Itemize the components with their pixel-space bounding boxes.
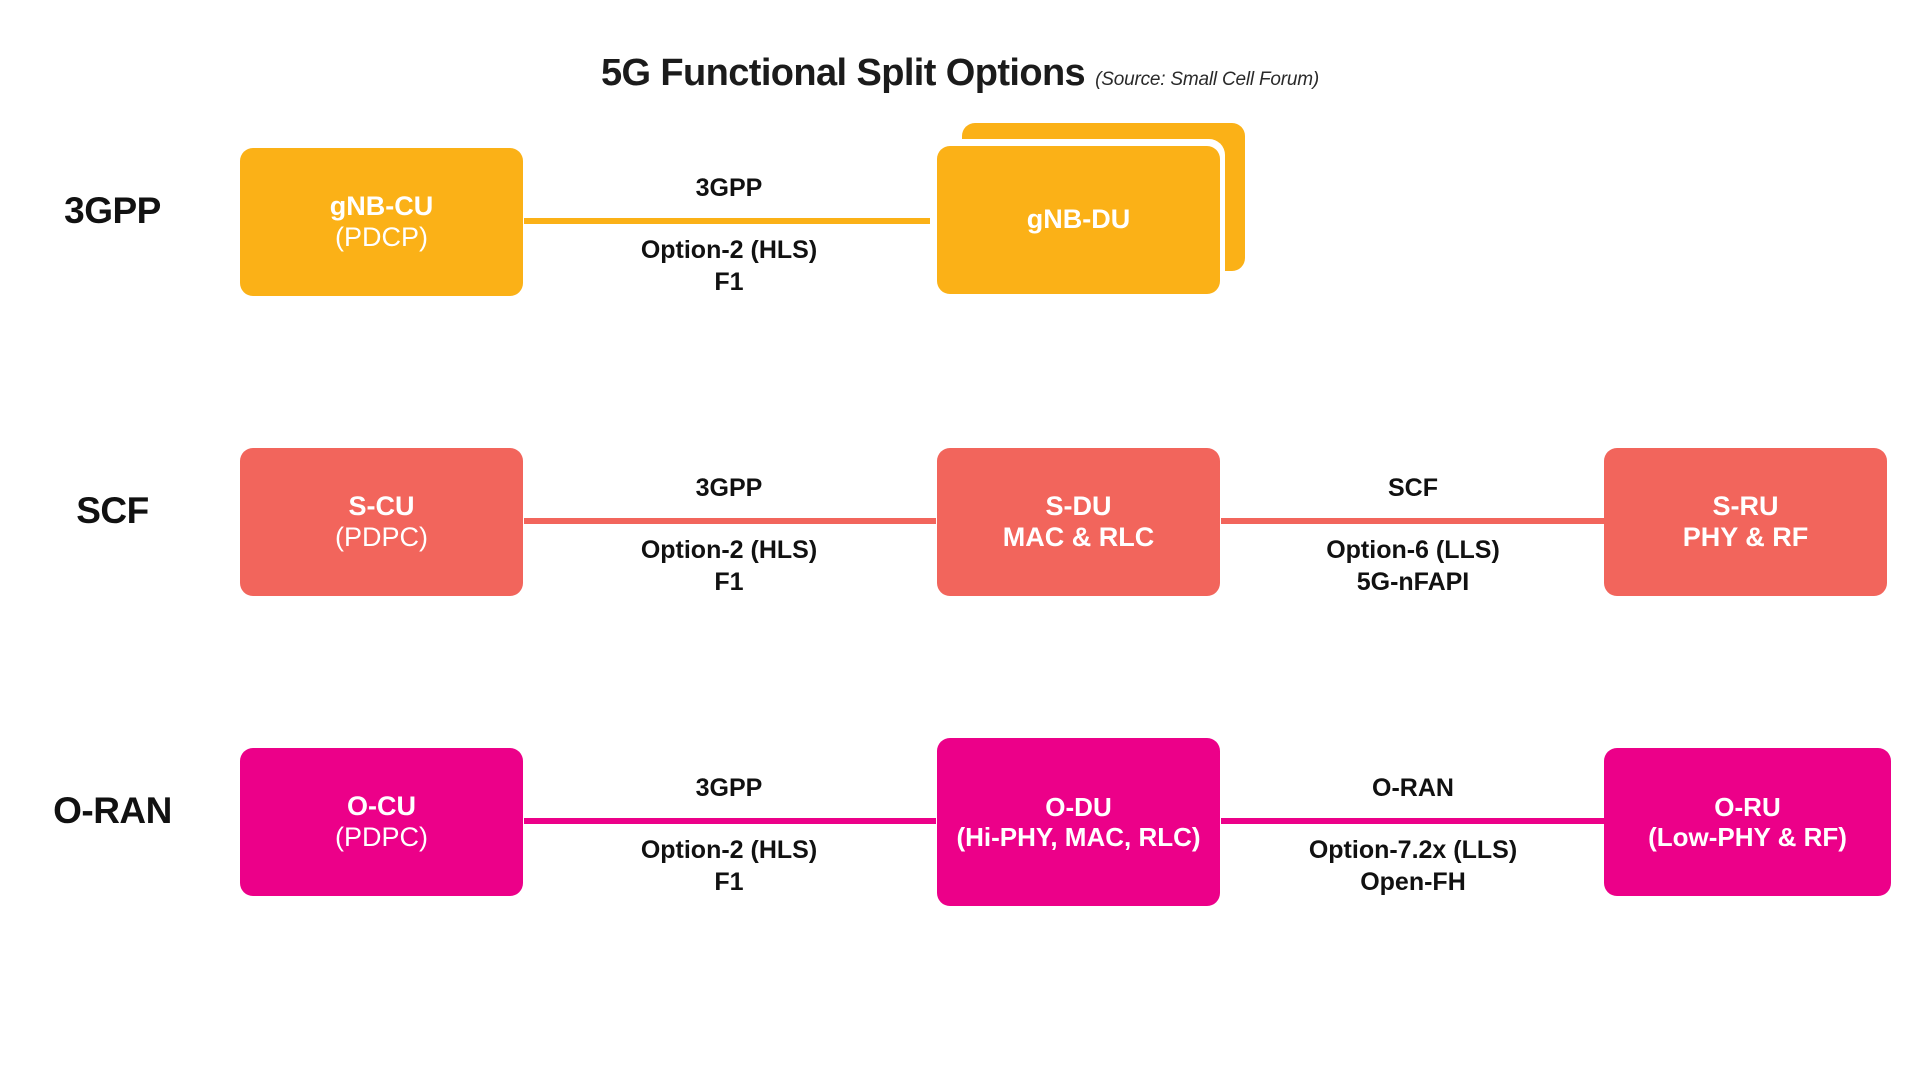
node-s-du-line2: MAC & RLC [1002,522,1155,552]
connector-bottom-line1: Option-2 (HLS) [640,836,818,864]
node-s-du[interactable]: S-DU MAC & RLC [937,448,1220,596]
row-label-scf: SCF [76,490,149,531]
node-s-ru-line2: PHY & RF [1682,522,1809,552]
node-s-cu-line1: S-CU [348,490,415,521]
node-s-cu[interactable]: S-CU (PDPC) [240,448,523,596]
node-gnb-cu[interactable]: gNB-CU (PDCP) [240,148,523,296]
connector-bottom-line2: 5G-nFAPI [1356,568,1470,596]
connector-label-top-scf: SCF [1388,474,1438,502]
node-o-ru[interactable]: O-RU (Low-PHY & RF) [1604,748,1891,896]
connector-label-bottom-3gpp-row3gpp: Option-2 (HLS) F1 [594,234,864,298]
connector-bottom-line1: Option-2 (HLS) [640,236,818,264]
node-gnb-cu-line1: gNB-CU [329,190,434,221]
functional-split-diagram: 3GPP gNB-CU (PDCP) 3GPP Option-2 (HLS) F… [0,123,1920,1030]
node-s-du-line1: S-DU [1045,490,1112,521]
connector-label-bottom-3gpp-rowscf: Option-2 (HLS) F1 [594,534,864,598]
connector-bottom-line1: Option-7.2x (LLS) [1308,836,1518,864]
connector-label-top-3gpp-rowscf: 3GPP [695,474,763,502]
row-label-3gpp: 3GPP [64,190,161,231]
connector-bottom-line2: F1 [714,268,744,296]
connector-label-bottom-oran: Option-7.2x (LLS) Open-FH [1278,834,1548,898]
connector-label-top-oran: O-RAN [1372,774,1454,802]
connector-label-top-3gpp-row3gpp: 3GPP [695,174,763,202]
connector-label-bottom-3gpp-roworan: Option-2 (HLS) F1 [594,834,864,898]
node-o-du-line1: O-DU [1045,791,1112,822]
connector-bottom-line1: Option-2 (HLS) [640,536,818,564]
connector-line-scf-nfapi [1221,518,1604,524]
node-gnb-cu-line2: (PDCP) [335,222,428,252]
diagram-row-3gpp: 3GPP gNB-CU (PDCP) 3GPP Option-2 (HLS) F… [0,123,1920,430]
node-o-ru-line1: O-RU [1714,791,1781,822]
connector-line-3gpp-f1-row3gpp [524,218,932,224]
node-s-cu-line2: (PDPC) [335,522,428,552]
diagram-row-scf: SCF S-CU (PDPC) 3GPP Option-2 (HLS) F1 S… [0,430,1920,730]
page-title: 5G Functional Split Options (Source: Smal… [0,52,1920,95]
node-gnb-du-line1: gNB-DU [1026,204,1131,235]
connector-bottom-line2: F1 [714,868,744,896]
node-o-ru-line2: (Low-PHY & RF) [1648,822,1847,852]
node-o-du-line2: (Hi-PHY, MAC, RLC) [956,822,1201,852]
connector-bottom-line2: F1 [714,568,744,596]
node-o-cu[interactable]: O-CU (PDPC) [240,748,523,896]
connector-label-bottom-scf: Option-6 (LLS) 5G-nFAPI [1278,534,1548,598]
title-main-text: 5G Functional Split Options [600,52,1086,94]
connector-line-3gpp-f1-roworan [524,818,936,824]
node-o-cu-line2: (PDPC) [335,822,428,852]
connector-line-oran-openfh [1221,818,1604,824]
node-s-ru[interactable]: S-RU PHY & RF [1604,448,1887,596]
title-source-attribution: (Source: Small Cell Forum) [1095,69,1320,90]
row-label-oran: O-RAN [53,790,172,831]
node-o-du[interactable]: O-DU (Hi-PHY, MAC, RLC) [937,738,1220,906]
connector-line-3gpp-f1-rowscf [524,518,936,524]
node-o-cu-line1: O-CU [347,790,416,821]
node-gnb-du[interactable]: gNB-DU [937,146,1220,294]
diagram-row-oran: O-RAN O-CU (PDPC) 3GPP Option-2 (HLS) F1… [0,730,1920,1030]
connector-bottom-line1: Option-6 (LLS) [1326,536,1500,564]
connector-bottom-line2: Open-FH [1360,868,1466,896]
connector-label-top-3gpp-roworan: 3GPP [695,774,763,802]
node-s-ru-line1: S-RU [1712,490,1779,521]
